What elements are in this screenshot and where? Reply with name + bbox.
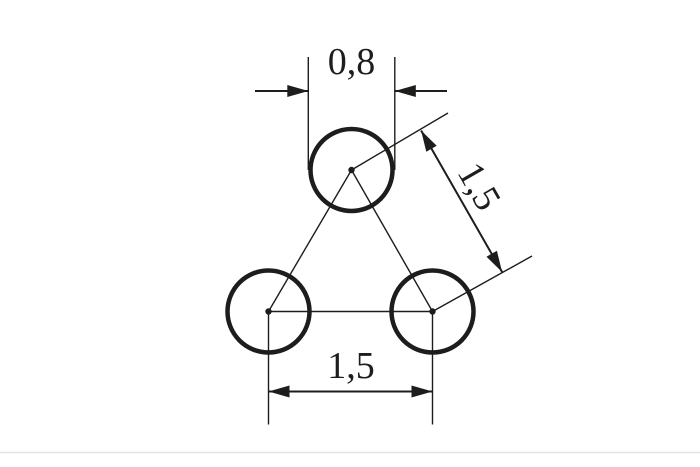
dimension-label-hole-diameter: 0,8 bbox=[328, 41, 376, 83]
arrowhead-bottom-right bbox=[411, 385, 433, 398]
arrowhead-diameter-left bbox=[287, 85, 309, 97]
arrowhead-diagonal-upper bbox=[421, 130, 437, 152]
dimension-label-pitch-diagonal: 1,5 bbox=[449, 155, 509, 217]
construction-lines bbox=[267, 57, 533, 425]
arrowhead-diameter-right bbox=[394, 85, 416, 97]
center-dot-bottom-right bbox=[429, 308, 436, 315]
dimension-label-pitch-horizontal: 1,5 bbox=[327, 345, 375, 387]
arrowhead-bottom-left bbox=[268, 385, 290, 398]
hole-bottom-left-circle bbox=[225, 268, 312, 355]
holes bbox=[225, 126, 476, 355]
center-dot-bottom-left bbox=[265, 308, 272, 315]
hole-bottom-right-circle bbox=[389, 268, 476, 355]
dimension-arrowheads bbox=[268, 85, 503, 398]
dimension-label-diagonal-group: 1,5 bbox=[449, 155, 509, 217]
hole-top-circle bbox=[308, 126, 395, 214]
extension-line-diagonal-upper bbox=[351, 112, 449, 171]
center-dots bbox=[265, 166, 436, 315]
arrowhead-diagonal-lower bbox=[486, 250, 503, 272]
center-dot-top bbox=[348, 166, 355, 174]
center-line-top-to-right bbox=[350, 169, 434, 312]
center-line-top-to-left bbox=[267, 169, 353, 312]
dimension-line-diagonal bbox=[420, 130, 503, 273]
extension-line-diagonal-lower bbox=[432, 255, 533, 313]
